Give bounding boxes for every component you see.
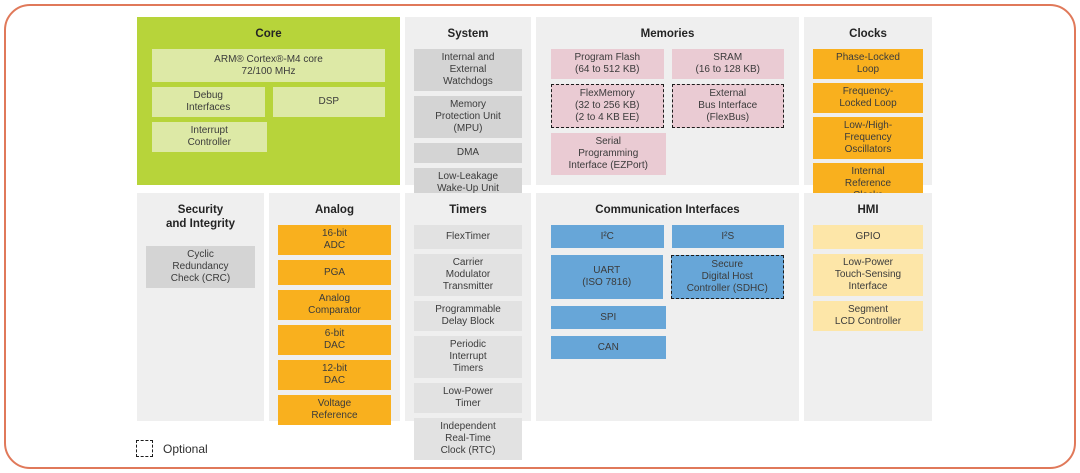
legend-optional: Optional	[136, 440, 208, 457]
section-title-hmi: HMI	[857, 204, 879, 216]
section-title-comm: Communication Interfaces	[595, 204, 740, 216]
section-title-analog: Analog	[315, 204, 354, 216]
block-dsp: DSP	[272, 87, 385, 118]
spacer	[674, 336, 785, 359]
block-analog-comparator: Analog Comparator	[278, 290, 391, 321]
block-i-c: I²C	[551, 225, 664, 249]
block-internal-and-external-watchdogs: Internal and External Watchdogs	[414, 49, 522, 92]
spacer	[674, 306, 785, 329]
section-title-core: Core	[255, 28, 282, 40]
block-segment-lcd-controller: Segment LCD Controller	[813, 301, 923, 332]
block-6-bit-dac: 6-bit DAC	[278, 325, 391, 356]
block-12-bit-dac: 12-bit DAC	[278, 360, 391, 391]
block-arm-cortex-m4-core-72-100-mhz: ARM® Cortex®-M4 core 72/100 MHz	[152, 49, 385, 83]
block-voltage-reference: Voltage Reference	[278, 395, 391, 426]
block-periodic-interrupt-timers: Periodic Interrupt Timers	[414, 336, 522, 379]
block-uart-iso-7816: UART (ISO 7816)	[551, 255, 663, 300]
block-debug-interfaces: Debug Interfaces	[152, 87, 265, 118]
block-phase-locked-loop: Phase-Locked Loop	[813, 49, 923, 80]
block-carrier-modulator-transmitter: Carrier Modulator Transmitter	[414, 254, 522, 297]
block-flextimer: FlexTimer	[414, 225, 522, 250]
section-title-memories: Memories	[640, 28, 695, 40]
block-program-flash-64-to-512-kb: Program Flash (64 to 512 KB)	[551, 49, 664, 80]
block-external-bus-interface-flexbus: External Bus Interface (FlexBus)	[671, 84, 784, 129]
block-interrupt-controller: Interrupt Controller	[152, 122, 267, 153]
block-pga: PGA	[278, 260, 391, 286]
block-i-s: I²S	[671, 225, 784, 249]
block-independent-real-time-clock-rtc: Independent Real-Time Clock (RTC)	[414, 418, 522, 461]
legend-label: Optional	[163, 441, 208, 456]
block-serial-programming-interface-ezport: Serial Programming Interface (EZPort)	[551, 133, 666, 176]
block-gpio: GPIO	[813, 225, 923, 250]
block-can: CAN	[551, 336, 666, 360]
block-memory-protection-unit-mpu: Memory Protection Unit (MPU)	[414, 96, 522, 139]
block-frequency-locked-loop: Frequency- Locked Loop	[813, 83, 923, 114]
block-low-power-touch-sensing-interface: Low-Power Touch-Sensing Interface	[813, 254, 923, 297]
section-title-security: Security and Integrity	[165, 204, 235, 231]
block-dma: DMA	[414, 143, 522, 164]
block-16-bit-adc: 16-bit ADC	[278, 225, 391, 256]
spacer	[275, 122, 386, 152]
section-title-clocks: Clocks	[849, 28, 887, 40]
section-analog: Analog 16-bit ADC PGA Analog Comparator 6-bi…	[269, 193, 400, 426]
block-secure-digital-host-controller-sdhc: Secure Digital Host Controller (SDHC)	[670, 255, 784, 300]
section-title-timers: Timers	[449, 204, 487, 216]
block-programmable-delay-block: Programmable Delay Block	[414, 301, 522, 332]
block-spi: SPI	[551, 306, 666, 330]
block-low-high-frequency-oscillators: Low-/High- Frequency Oscillators	[813, 117, 923, 160]
optional-dashed-box-icon	[136, 440, 153, 457]
block-low-power-timer: Low-Power Timer	[414, 383, 522, 414]
block-flexmemory-32-to-256-kb-2-to-4-kb-ee: FlexMemory (32 to 256 KB) (2 to 4 KB EE)	[551, 84, 664, 129]
block-cyclic-redundancy-check-crc: Cyclic Redundancy Check (CRC)	[146, 245, 255, 288]
block-sram-16-to-128-kb: SRAM (16 to 128 KB)	[671, 49, 784, 80]
section-title-system: System	[447, 28, 489, 40]
spacer	[674, 133, 785, 175]
section-hmi: HMI GPIO Low-Power Touch-Sensing Interface…	[804, 193, 932, 421]
